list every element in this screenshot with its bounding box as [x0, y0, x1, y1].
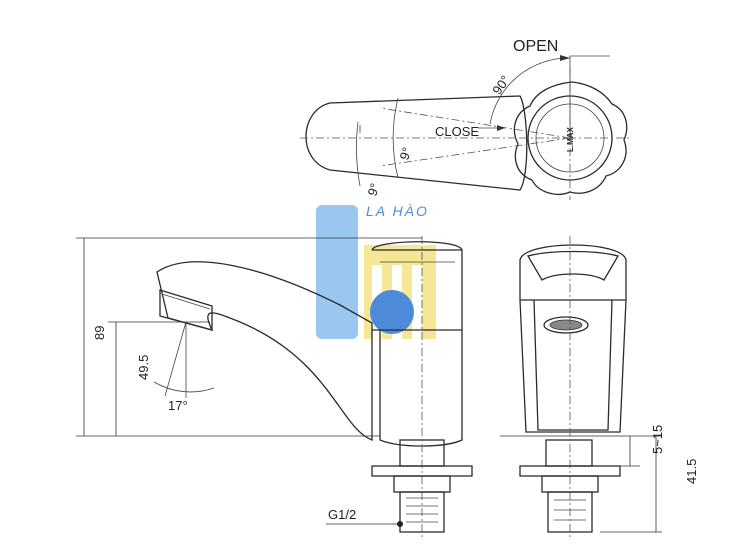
knob-brand-logo: L.MAX: [566, 126, 575, 152]
close-arrow-head: [497, 125, 505, 131]
side-view-body: [379, 330, 463, 447]
label-spout-angle: 17°: [168, 398, 188, 413]
open-arc: [489, 57, 571, 125]
watermark-stripe-3: [412, 265, 422, 339]
side-view-spout: [156, 261, 373, 441]
close-line-upper: [379, 107, 571, 139]
aerator-line: [161, 293, 211, 310]
spout-aerator: [159, 289, 213, 331]
spout-angle-arc: [153, 381, 215, 393]
front-view-aerator-mesh: [549, 319, 583, 331]
side-view-head: [372, 249, 463, 331]
label-range: 5~15: [650, 425, 665, 454]
spout-axis-angled: [164, 321, 187, 397]
label-angle-open: 90°: [489, 73, 513, 98]
side-view: 89 49.5 17° G1/2: [76, 236, 473, 540]
label-angle-close-lower: 9°: [364, 181, 382, 198]
front-view-head: [519, 244, 627, 301]
label-shank: 41.5: [684, 459, 699, 484]
front-view-head-detail: [527, 250, 619, 281]
open-arrow-head: [560, 55, 570, 61]
close-arc: [392, 97, 399, 179]
front-view-shank-top: [545, 439, 593, 467]
label-thread: G1/2: [328, 507, 356, 522]
front-view-body-inner: [533, 299, 613, 431]
close-arc-outer: [356, 121, 361, 187]
front-view-body: [519, 299, 627, 433]
side-view-cap: [371, 241, 463, 251]
watermark-dot: [370, 290, 414, 334]
close-line-lower: [379, 137, 571, 167]
front-view-aerator: [543, 316, 589, 334]
label-close: CLOSE: [435, 124, 479, 139]
top-view: OPEN CLOSE 90° 9° 9° L.MAX: [300, 38, 630, 200]
front-view: 5~15 41.5: [500, 236, 699, 540]
thread-leader-dot: [397, 521, 403, 527]
label-angle-close-upper: 9°: [396, 145, 414, 162]
label-height-spout: 49.5: [136, 355, 151, 380]
label-open: OPEN: [513, 38, 558, 55]
top-view-lever: [305, 95, 528, 191]
label-height-total: 89: [92, 326, 107, 340]
watermark-logo: LA HÀO: [316, 203, 436, 339]
watermark-text: LA HÀO: [366, 203, 429, 219]
watermark-bar-left: [316, 205, 358, 339]
